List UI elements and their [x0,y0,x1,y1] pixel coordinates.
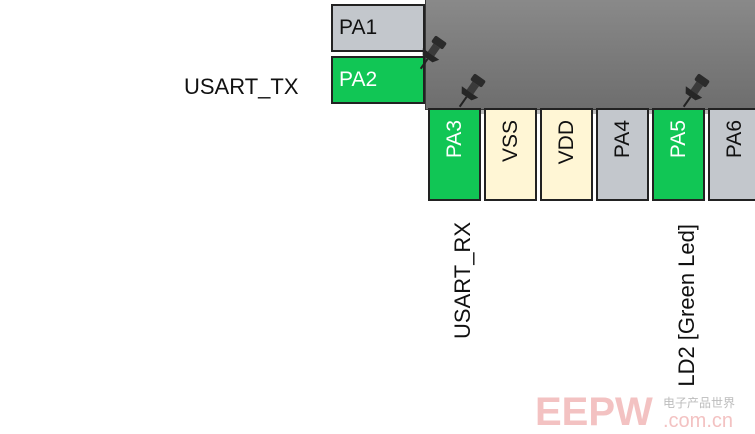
pin-pa2[interactable]: PA2 [331,56,425,104]
pin-pa3[interactable]: PA3 [428,108,481,201]
pushpin-icon [458,74,486,108]
pin-label: PA1 [339,16,378,39]
pin-pa1[interactable]: PA1 [331,4,425,52]
pin-vss: VSS [484,108,537,201]
pin-vdd: VDD [540,108,593,201]
pin-label: PA3 [442,120,466,159]
pin-label: PA2 [339,68,378,91]
pin-label: PA4 [610,120,634,159]
svg-text:EEPW: EEPW [535,390,653,434]
pin-pa4[interactable]: PA4 [596,108,649,201]
pin-label: VDD [554,120,578,165]
signal-usart-rx: USART_RX [450,222,475,339]
pin-pa6[interactable]: PA6 [708,108,755,201]
svg-text:.com.cn: .com.cn [663,410,733,432]
pushpin-icon [682,74,710,108]
pin-pa5[interactable]: PA5 [652,108,705,201]
signal-usart-tx: USART_TX [184,74,299,99]
svg-text:电子产品世界: 电子产品世界 [663,396,735,410]
signal-ld2-green-led: LD2 [Green Led] [674,224,699,387]
pin-label: PA6 [722,120,746,159]
pushpin-icon [419,36,447,70]
eepw-watermark-logo: EEPW 电子产品世界 .com.cn [535,390,735,434]
pin-label: VSS [498,120,522,163]
mcu-chip-body [425,0,755,110]
pin-label: PA5 [666,120,690,159]
